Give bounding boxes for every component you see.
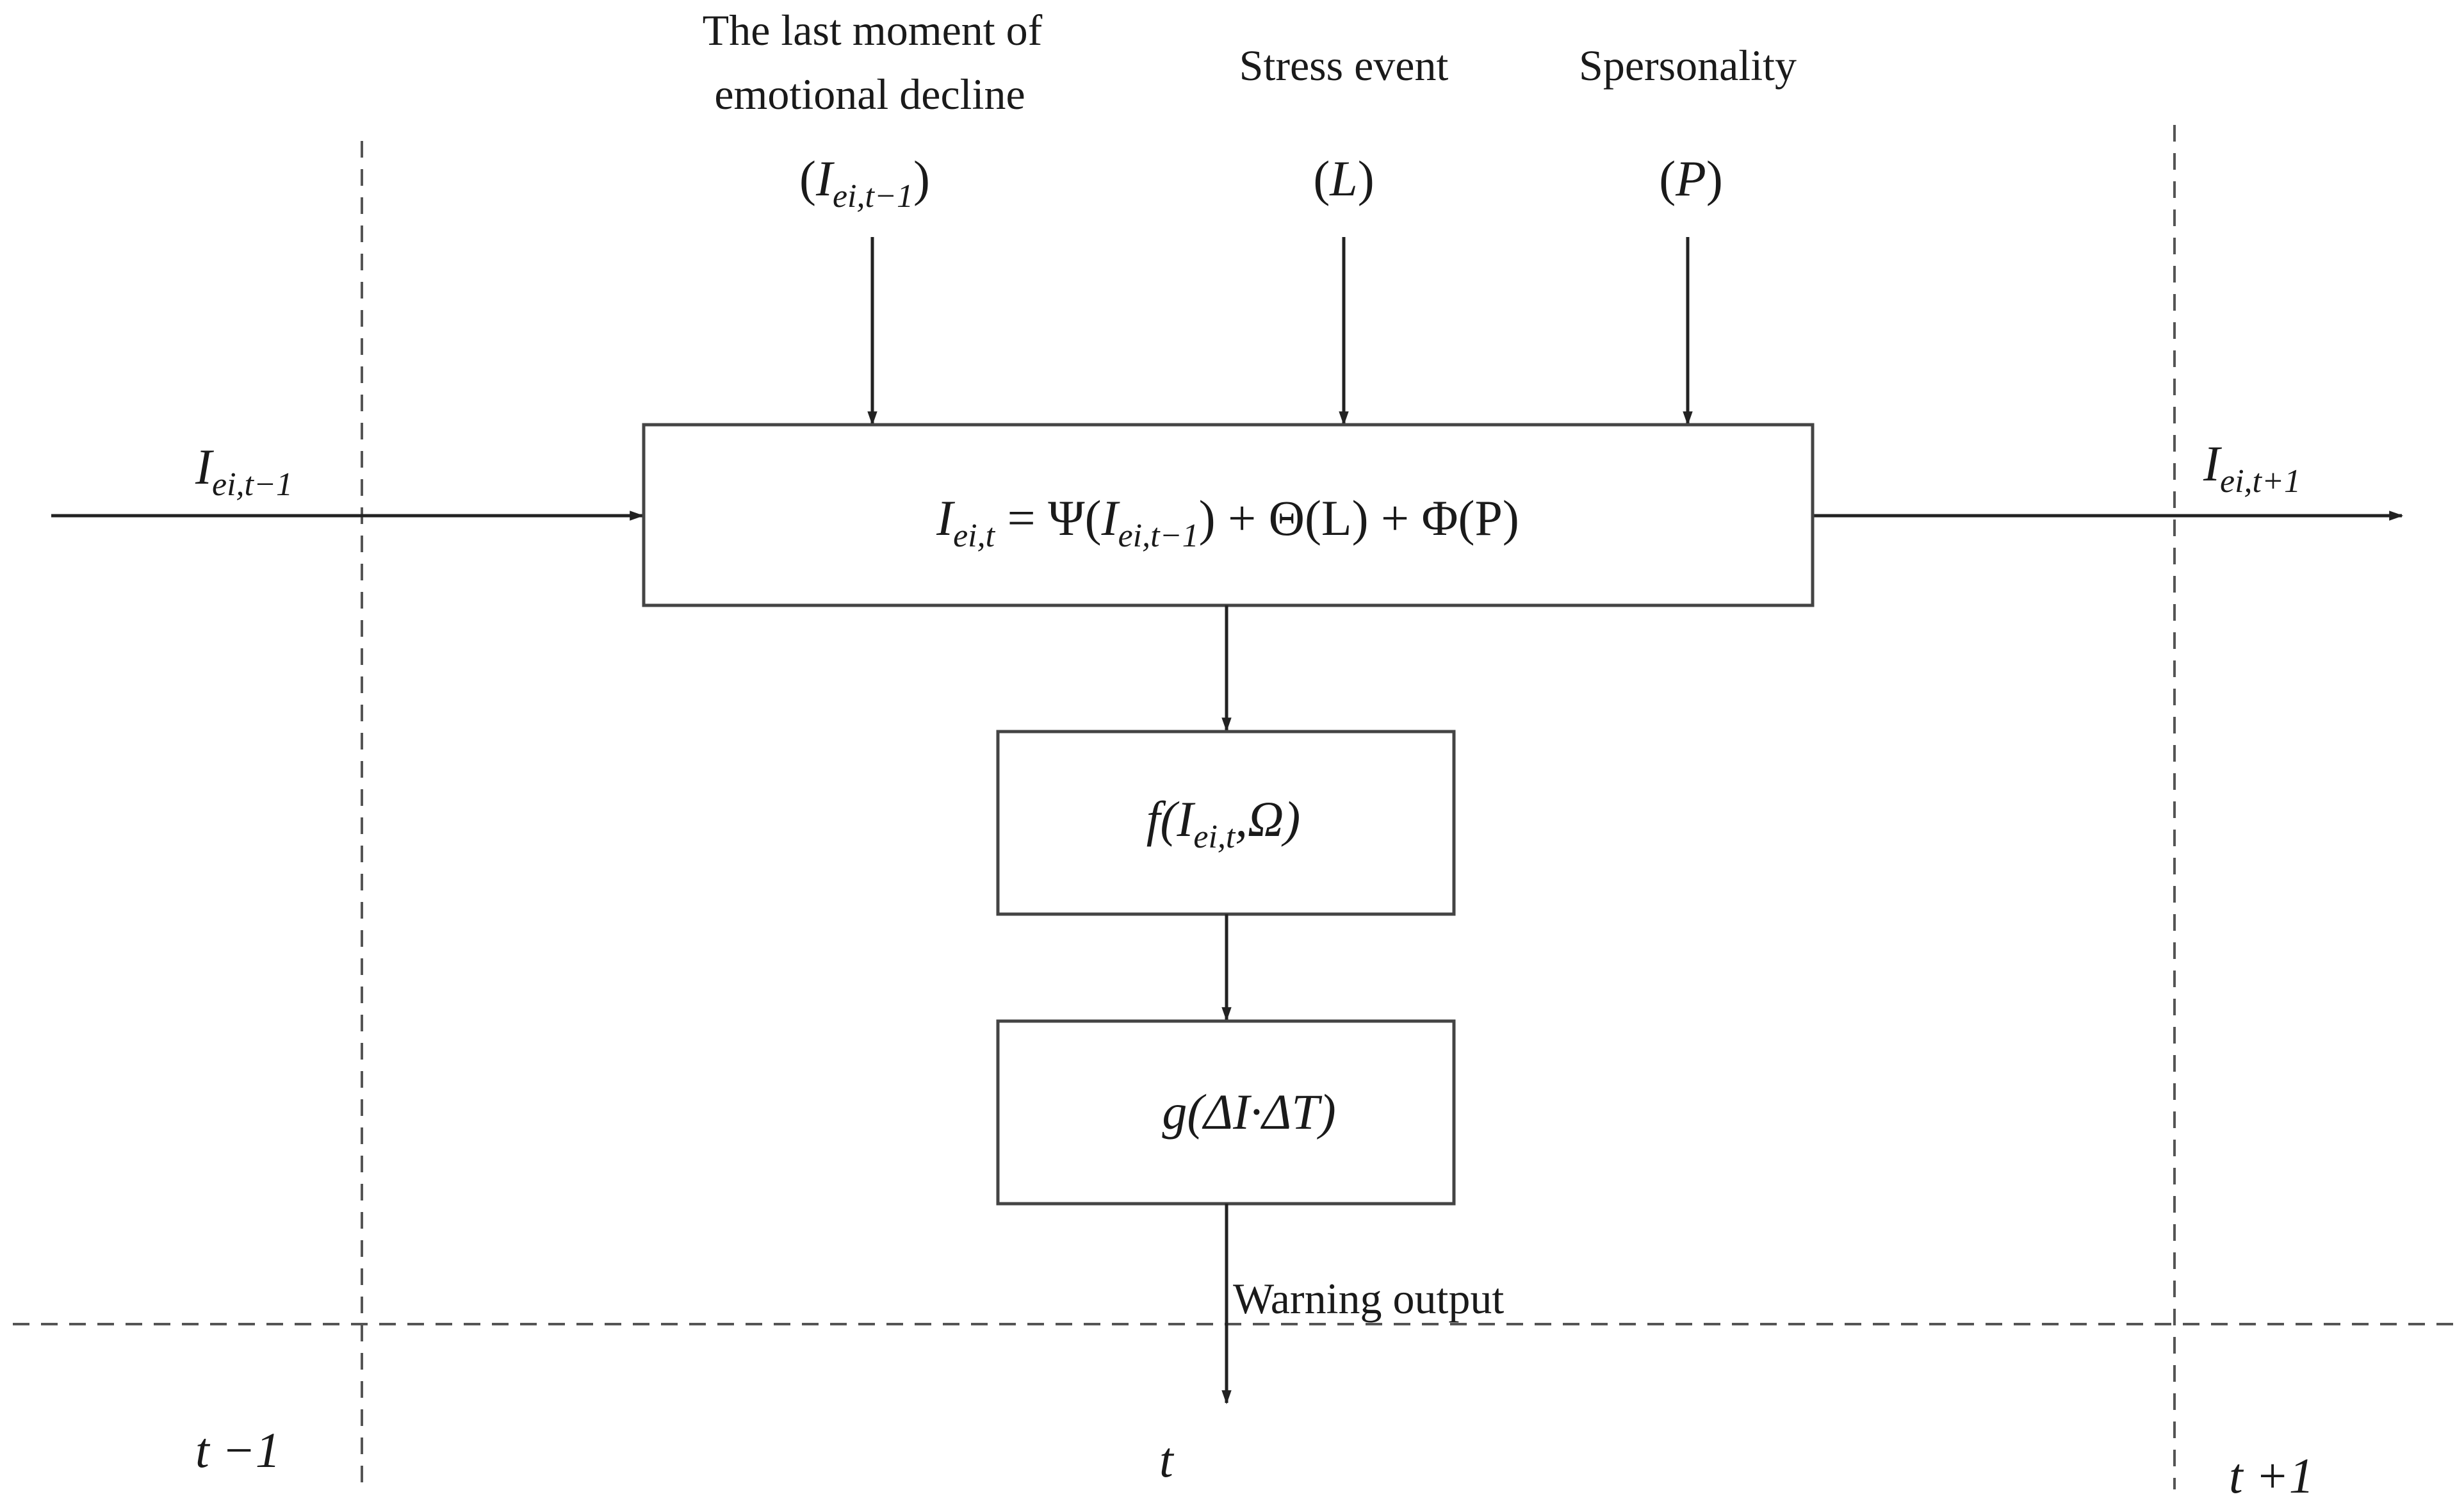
g-function: g(ΔI·ΔT) <box>1162 1084 1335 1140</box>
main-formula: Iei,t = Ψ(Iei,t−1) + Θ(L) + Φ(P) <box>936 490 1519 554</box>
personality-label: Spersonality <box>1579 41 1797 90</box>
warning-output-label: Warning output <box>1233 1274 1504 1323</box>
last-moment-symbol: (Iei,t−1) <box>799 151 930 215</box>
f-function-box <box>996 730 1456 916</box>
g-function-box <box>996 1019 1456 1206</box>
last-moment-label-line2: emotional decline <box>714 70 1025 119</box>
stress-event-symbol: (L) <box>1313 151 1374 206</box>
time-label-current: t <box>1159 1432 1175 1487</box>
right-output-symbol: Iei,t+1 <box>2203 436 2301 500</box>
time-label-next: t +1 <box>2229 1448 2314 1499</box>
stress-event-label: Stress event <box>1239 41 1449 90</box>
time-label-prev: t −1 <box>195 1422 281 1478</box>
f-function: f(Iei,t,Ω) <box>1146 791 1301 855</box>
left-input-symbol: Iei,t−1 <box>195 439 293 503</box>
personality-symbol: (P) <box>1659 151 1723 206</box>
last-moment-label-line1: The last moment of <box>703 6 1043 54</box>
